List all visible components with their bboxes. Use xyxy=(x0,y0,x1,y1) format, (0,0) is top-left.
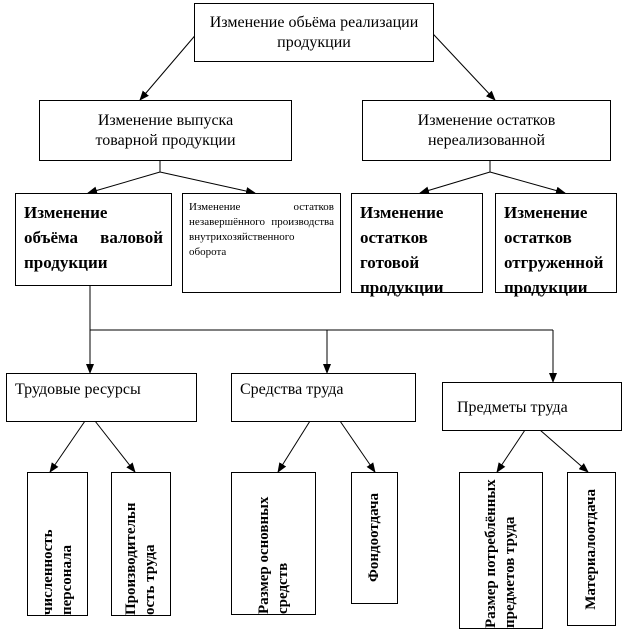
arrow-l2-b xyxy=(159,171,256,195)
level3-label: Изменение объёма валовой продукции xyxy=(24,203,163,272)
gross-output-change-box: Изменение выпуска товарной продукции xyxy=(39,100,292,161)
level5-label: Размер основных средств xyxy=(255,496,291,614)
wip-stock-box: Изменение остатков незавершённого произв… xyxy=(182,193,341,293)
productivity-box: Производительн ость труда xyxy=(111,472,171,616)
level5-label: Размер потреблённых предметов труда xyxy=(483,479,518,628)
level5-label: Материалоотдача xyxy=(583,488,599,610)
level3-label: Изменение остатков незавершённого произв… xyxy=(189,201,334,258)
consumed-objects-box: Размер потреблённых предметов труда xyxy=(459,472,543,629)
arrow-l2-d xyxy=(489,171,566,195)
labor-resources-box: Трудовые ресурсы xyxy=(6,373,197,422)
objects-of-labor-box: Предметы труда xyxy=(442,382,622,431)
level2-label: Изменение остатков нереализованной xyxy=(417,111,556,149)
unsold-stock-change-box: Изменение остатков нереализованной xyxy=(362,100,611,161)
gross-volume-box: Изменение объёма валовой продукции xyxy=(15,193,172,286)
shipped-goods-box: Изменение остатков отгруженной продукции xyxy=(495,193,617,297)
level4-label: Средства труда xyxy=(240,381,344,398)
level5-label: численность персонала xyxy=(39,529,75,615)
level3-label: Изменение остатков отгруженной продукции xyxy=(504,203,604,297)
level2-label: Изменение выпуска товарной продукции xyxy=(95,111,236,149)
level4-label: Предметы труда xyxy=(457,399,568,416)
material-productivity-box: Материалоотдача xyxy=(567,472,616,626)
fixed-assets-box: Размер основных средств xyxy=(231,472,316,615)
arrow-l2-c xyxy=(419,171,491,195)
root-label: Изменение обьёма реализации продукции xyxy=(209,13,419,51)
capital-productivity-box: Фондоотдача xyxy=(351,472,398,604)
level4-label: Трудовые ресурсы xyxy=(15,381,141,398)
level5-label: Производительн ость труда xyxy=(123,502,158,616)
headcount-box: численность персонала xyxy=(27,472,88,616)
arrow-l2-a xyxy=(87,171,161,195)
root-box: Изменение обьёма реализации продукции xyxy=(194,3,434,62)
finished-goods-box: Изменение остатков готовой продукции xyxy=(351,193,483,297)
level3-label: Изменение остатков готовой продукции xyxy=(360,203,444,297)
level5-label: Фондоотдача xyxy=(366,493,382,583)
means-of-labor-box: Средства труда xyxy=(231,373,416,422)
